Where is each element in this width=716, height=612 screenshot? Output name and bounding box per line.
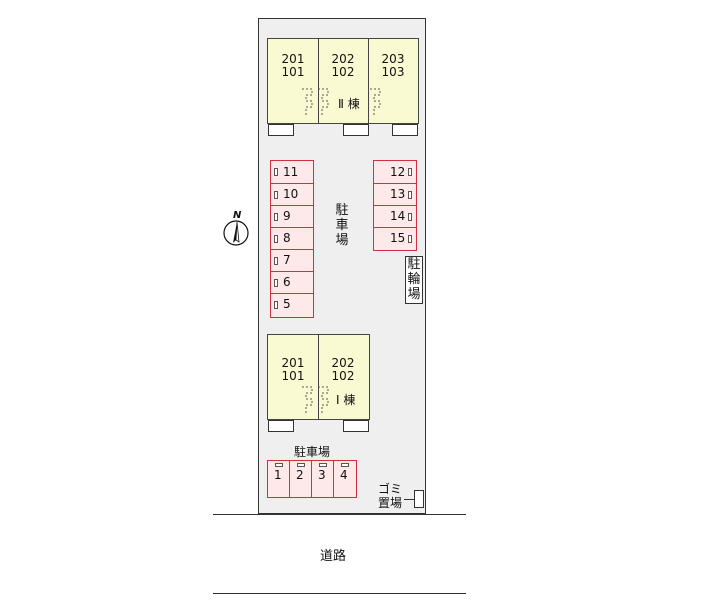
parking-slot: 7 (271, 250, 313, 272)
garbage-label-line: 置場 (378, 496, 403, 510)
building-1-label: Ⅰ 棟 (336, 393, 356, 407)
road-edge-bottom (213, 593, 466, 594)
unit-divider (318, 39, 319, 123)
parking-slot: 10 (271, 184, 313, 206)
parking-slot-number: 4 (340, 468, 348, 482)
entrance-step (268, 420, 294, 432)
bicycle-parking-label: 駐 輪 場 (406, 257, 422, 302)
entrance-step (392, 124, 418, 136)
building-1: 201 101 202 102 Ⅰ 棟 (267, 334, 370, 420)
unit-number-upper: 203 (381, 52, 405, 66)
unit-202-102: 202 102 (318, 357, 368, 383)
label-char: 車 (335, 218, 349, 233)
unit-201-101: 201 101 (268, 357, 318, 383)
unit-number-upper: 201 (281, 356, 305, 370)
unit-number-lower: 103 (381, 65, 405, 79)
garbage-bin (414, 490, 424, 508)
wheel-stopper (297, 463, 305, 467)
unit-divider (318, 335, 319, 419)
parking-left-column: 11 10 9 8 7 6 5 (270, 160, 314, 318)
parking-slot-number: 1 (274, 468, 282, 482)
parking-slot-number: 3 (318, 468, 326, 482)
wheel-stopper (274, 168, 278, 176)
building-2-label: Ⅱ 棟 (338, 97, 360, 111)
stair-icons (302, 88, 381, 115)
wheel-stopper (275, 463, 283, 467)
road-label: 道路 (320, 549, 347, 564)
parking-slot-number: 7 (283, 253, 291, 267)
parking-slot: 1 (268, 461, 290, 497)
entrance-step (268, 124, 294, 136)
parking-slot: 12 (374, 161, 416, 184)
lower-parking-label: 駐車場 (294, 445, 331, 459)
wheel-stopper (408, 191, 412, 199)
compass-label: N (233, 210, 242, 221)
parking-slot-number: 5 (283, 297, 291, 311)
parking-slot: 6 (271, 272, 313, 294)
wheel-stopper (274, 191, 278, 199)
parking-slot-number: 2 (296, 468, 304, 482)
unit-number-lower: 102 (331, 65, 355, 79)
parking-slot: 4 (334, 461, 356, 497)
parking-slot-number: 6 (283, 275, 291, 289)
label-char: 場 (335, 233, 349, 248)
north-arrow-icon (223, 220, 249, 246)
parking-slot-number: 8 (283, 231, 291, 245)
parking-slot-number: 13 (390, 187, 406, 201)
entrance-step (343, 420, 369, 432)
wheel-stopper (341, 463, 349, 467)
label-char: 場 (407, 287, 421, 302)
bicycle-parking: 駐 輪 場 (405, 256, 423, 304)
wheel-stopper (274, 301, 278, 309)
unit-number-lower: 102 (331, 369, 355, 383)
wheel-stopper (408, 235, 412, 243)
parking-slot: 14 (374, 206, 416, 228)
parking-slot: 11 (271, 161, 313, 184)
parking-slot: 5 (271, 294, 313, 317)
parking-lower-row: 1 2 3 4 (267, 460, 357, 498)
entrance-step (343, 124, 369, 136)
parking-slot-number: 9 (283, 209, 291, 223)
garbage-label-line: ゴミ (378, 482, 403, 496)
unit-number-upper: 202 (331, 356, 355, 370)
stair-icons (302, 386, 329, 413)
parking-right-column: 12 13 14 15 (373, 160, 417, 251)
parking-label: 駐 車 場 (334, 203, 350, 248)
parking-slot-number: 12 (390, 165, 406, 179)
unit-202-102: 202 102 (318, 53, 368, 79)
parking-slot: 15 (374, 228, 416, 250)
road-edge-top (213, 514, 466, 515)
compass: N (222, 210, 250, 246)
unit-number-lower: 101 (281, 65, 305, 79)
parking-slot: 13 (374, 184, 416, 206)
label-char: 輪 (407, 272, 421, 287)
garbage-leader-line (404, 499, 414, 500)
parking-slot: 8 (271, 228, 313, 250)
wheel-stopper (408, 213, 412, 221)
wheel-stopper (274, 213, 278, 221)
unit-number-upper: 202 (331, 52, 355, 66)
wheel-stopper (319, 463, 327, 467)
label-char: 駐 (335, 203, 349, 218)
unit-201-101: 201 101 (268, 53, 318, 79)
parking-slot: 2 (290, 461, 312, 497)
parking-slot-number: 14 (390, 209, 406, 223)
unit-divider (368, 39, 369, 123)
wheel-stopper (274, 279, 278, 287)
unit-number-upper: 201 (281, 52, 305, 66)
unit-number-lower: 101 (281, 369, 305, 383)
building-2: 201 101 202 102 203 103 Ⅱ 棟 (267, 38, 419, 124)
garbage-area-label: ゴミ 置場 (378, 482, 402, 510)
parking-slot: 3 (312, 461, 334, 497)
parking-slot-number: 10 (283, 187, 299, 201)
wheel-stopper (408, 168, 412, 176)
unit-203-103: 203 103 (368, 53, 418, 79)
parking-slot: 9 (271, 206, 313, 228)
wheel-stopper (274, 235, 278, 243)
wheel-stopper (274, 257, 278, 265)
parking-slot-number: 11 (283, 165, 299, 179)
parking-slot-number: 15 (390, 231, 406, 245)
label-char: 駐 (407, 257, 421, 272)
